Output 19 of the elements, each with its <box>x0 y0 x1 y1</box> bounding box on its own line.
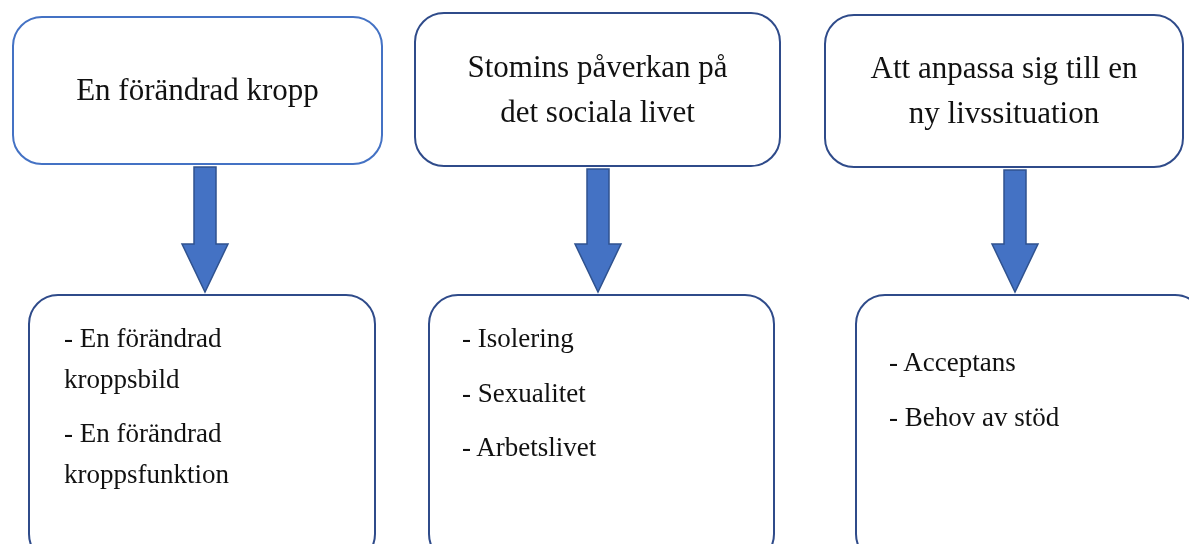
list-item: - En förändrad kroppsbild <box>64 322 223 396</box>
list-item: - Behov av stöd <box>889 400 1061 434</box>
list-item: - Isolering <box>462 322 575 355</box>
block-arrow <box>180 166 230 294</box>
list-box <box>28 294 376 544</box>
list-box <box>855 294 1189 544</box>
heading-box <box>12 16 383 165</box>
heading-box <box>414 12 781 167</box>
heading-box <box>824 14 1184 168</box>
list-item: - Sexualitet <box>462 376 587 410</box>
list-box <box>428 294 775 544</box>
heading-text: Stomins påverkan på det sociala livet <box>466 47 729 131</box>
block-arrow <box>573 168 623 294</box>
heading-text: En förändrad kropp <box>76 71 319 110</box>
list-item: - Arbetslivet <box>462 431 598 464</box>
block-arrow <box>990 169 1040 294</box>
heading-text: Att anpassa sig till en ny livssituation <box>869 49 1139 132</box>
list-item: - Acceptans <box>889 346 1017 379</box>
list-item: - En förändrad kroppsfunktion <box>64 417 230 491</box>
